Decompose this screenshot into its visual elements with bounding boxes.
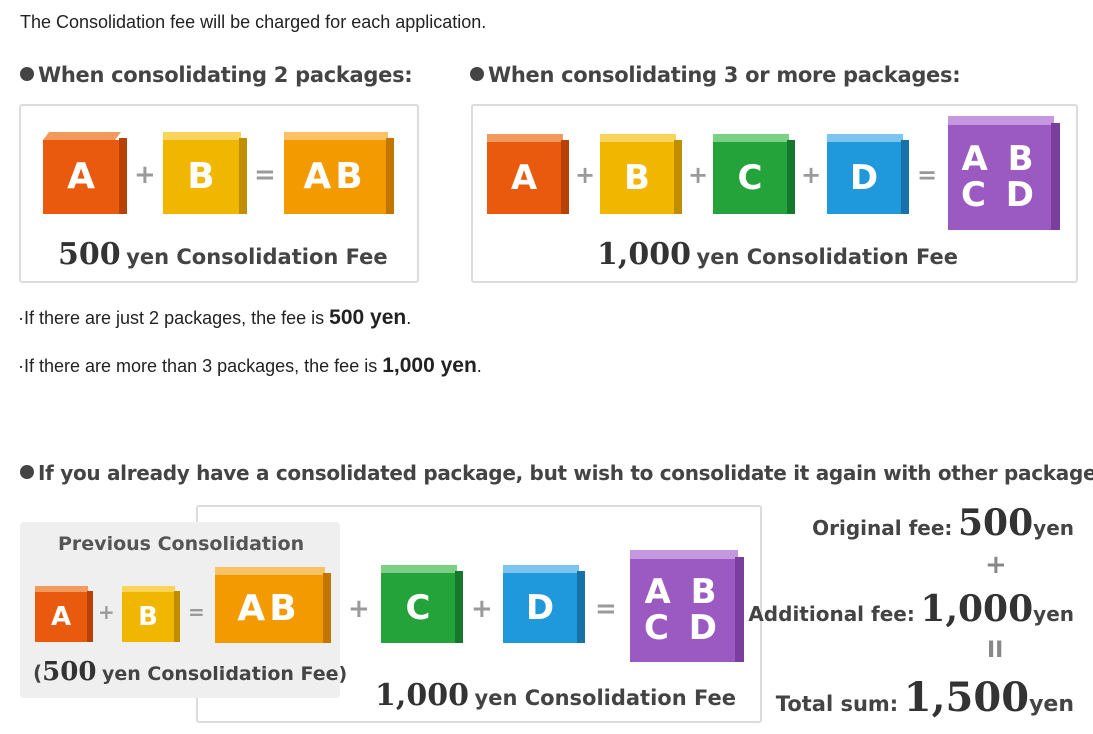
bullet-dot-icon <box>20 67 34 81</box>
bullet-more-packages: ·If there are more than 3 packages, the … <box>18 354 482 377</box>
intro-text: The Consolidation fee will be charged fo… <box>20 12 487 32</box>
additional-fee-label: 1,000 yen Consolidation Fee <box>375 678 736 713</box>
total-sum-line: Total sum: 1,500yen <box>775 674 1074 721</box>
plus-sign: + <box>348 594 370 624</box>
package-box-a: A <box>487 134 569 214</box>
package-box-a: A <box>35 586 93 642</box>
equals-sign: = <box>254 160 276 190</box>
package-box-b: B <box>600 134 682 214</box>
plus-sign: + <box>471 594 493 624</box>
bullet-two-packages: ·If there are just 2 packages, the fee i… <box>18 306 412 329</box>
heading-three-or-more: When consolidating 3 or more packages: <box>470 63 961 87</box>
original-fee-line: Original fee: 500yen <box>812 502 1074 544</box>
package-box-abcd: A B C D <box>948 116 1060 230</box>
previous-consolidation-label: Previous Consolidation <box>58 533 305 555</box>
plus-sign: + <box>575 161 596 189</box>
previous-fee-label: (500 yen Consolidation Fee) <box>33 657 348 687</box>
bullet-dot-icon <box>20 465 34 479</box>
fee-label-many: 1,000 yen Consolidation Fee <box>597 237 958 272</box>
heading-reconsolidate: If you already have a consolidated packa… <box>20 461 1093 485</box>
plus-sign: + <box>801 161 822 189</box>
plus-sign: + <box>98 600 115 624</box>
result-label-top: A B <box>644 571 721 612</box>
plus-sign: + <box>688 161 709 189</box>
package-box-d: D <box>827 134 909 214</box>
package-box-c: C <box>713 134 795 214</box>
fee-label-two: 500 yen Consolidation Fee <box>58 237 388 272</box>
package-box-b: B <box>163 132 247 214</box>
package-box-ab: AB <box>215 567 331 643</box>
package-box-a: A <box>43 132 127 214</box>
equals-sign: = <box>188 600 205 624</box>
result-label-top: A B <box>961 138 1038 179</box>
bullet-dot-icon <box>470 67 484 81</box>
result-label-bottom: C D <box>643 607 721 648</box>
equals-sign: = <box>595 594 617 624</box>
equals-sign: = <box>917 161 938 189</box>
additional-fee-line: Additional fee: 1,000yen <box>748 588 1074 630</box>
package-box-d: D <box>503 565 585 643</box>
package-box-c: C <box>381 565 463 643</box>
heading-two-packages: When consolidating 2 packages: <box>20 63 413 87</box>
package-box-abcd: A B C D <box>630 550 744 662</box>
plus-sign: + <box>985 550 1007 580</box>
plus-sign: + <box>134 160 156 190</box>
package-box-ab: AB <box>284 132 394 214</box>
result-label-bottom: C D <box>960 174 1038 215</box>
equals-sign: II <box>987 638 1004 663</box>
package-box-b: B <box>122 586 180 642</box>
